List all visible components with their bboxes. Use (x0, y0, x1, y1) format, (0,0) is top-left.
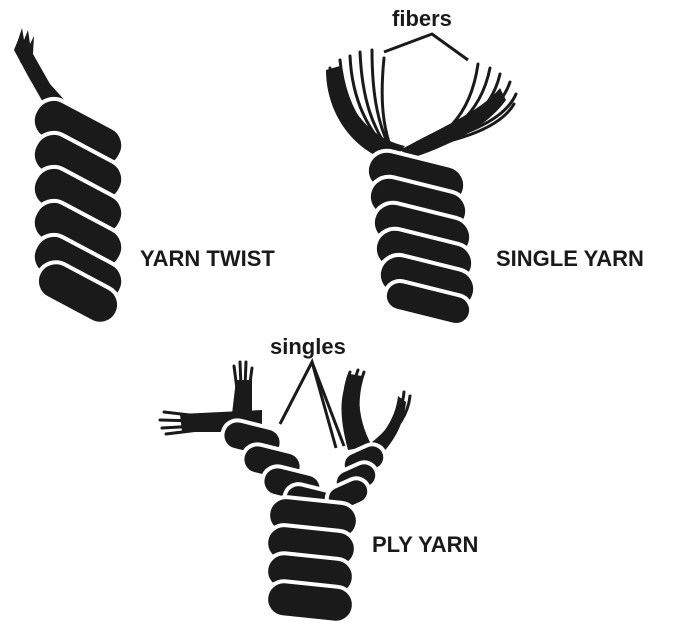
singles-callout (280, 362, 344, 448)
ply-yarn-coils (264, 495, 359, 624)
single-yarn-illustration (326, 50, 516, 328)
fibers-callout (384, 34, 468, 60)
single-yarn-label: SINGLE YARN (496, 246, 644, 271)
singles-label: singles (270, 334, 346, 359)
fibers-label: fibers (392, 6, 452, 31)
single-yarn-coils (363, 146, 480, 328)
yarn-twist-illustration (14, 28, 130, 330)
ply-yarn-illustration (160, 362, 410, 625)
yarn-twist-coils (26, 92, 130, 331)
yarn-twist-label: YARN TWIST (140, 246, 275, 271)
ply-yarn-label: PLY YARN (372, 532, 478, 557)
fibers-leader-line (384, 34, 468, 60)
